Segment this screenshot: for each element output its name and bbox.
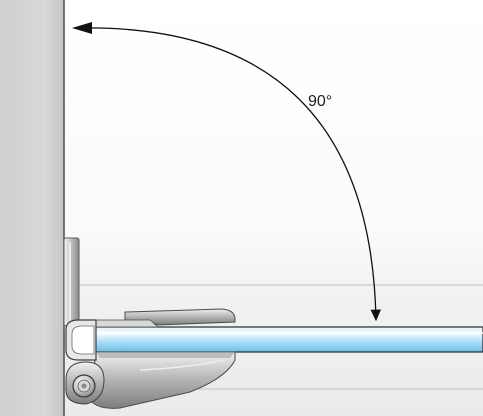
wall <box>0 0 65 416</box>
angle-label: 90° <box>308 93 332 110</box>
angle-arc-arrow <box>72 22 381 322</box>
hinge-clamp-bottom <box>89 351 236 409</box>
hinge-wall-plate <box>63 237 80 327</box>
pivot-screw-icon <box>65 361 105 405</box>
glass-door-panel <box>91 326 483 353</box>
hinge-clamp-top <box>95 308 236 328</box>
